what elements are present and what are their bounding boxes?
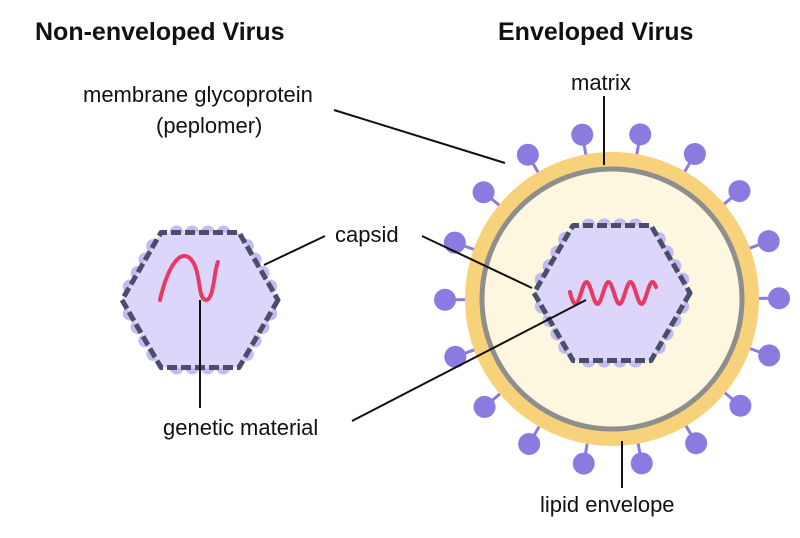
peplomer-head [473, 395, 496, 418]
peplomer-head [572, 452, 595, 475]
enveloped-capsid [531, 218, 693, 368]
label-peplomer: (peplomer) [156, 113, 262, 138]
label-glycoprotein: membrane glycoprotein [83, 82, 313, 107]
leader-capsid-right [421, 235, 533, 289]
peplomer-head [516, 143, 539, 166]
enveloped-title: Enveloped Virus [498, 18, 693, 46]
label-matrix: matrix [571, 70, 631, 95]
peplomer-head [729, 394, 752, 417]
peplomer-head [518, 433, 541, 456]
leader-capsid-left [263, 235, 326, 266]
peplomer-head [630, 452, 653, 475]
peplomer-head [758, 344, 781, 367]
peplomer-head [683, 142, 706, 165]
label-genetic-material: genetic material [163, 415, 318, 440]
peplomer-head [685, 432, 708, 455]
peplomer-head [767, 287, 790, 310]
genetic-material-strand-right [568, 280, 658, 306]
label-lipid-envelope: lipid envelope [540, 492, 675, 517]
leader-genetic-right [351, 299, 587, 422]
genetic-material-strand-left [158, 253, 220, 303]
peplomer-head [434, 288, 457, 311]
peplomer-head [472, 181, 495, 204]
peplomer-head [444, 345, 467, 368]
peplomer-head [443, 231, 466, 254]
non-enveloped-title: Non-enveloped Virus [35, 18, 285, 46]
peplomer-head [629, 123, 652, 146]
peplomer-head [757, 230, 780, 253]
peplomer-head [571, 123, 594, 146]
leader-glycoprotein [333, 109, 506, 164]
peplomer-head [728, 180, 751, 203]
label-capsid: capsid [335, 222, 399, 247]
